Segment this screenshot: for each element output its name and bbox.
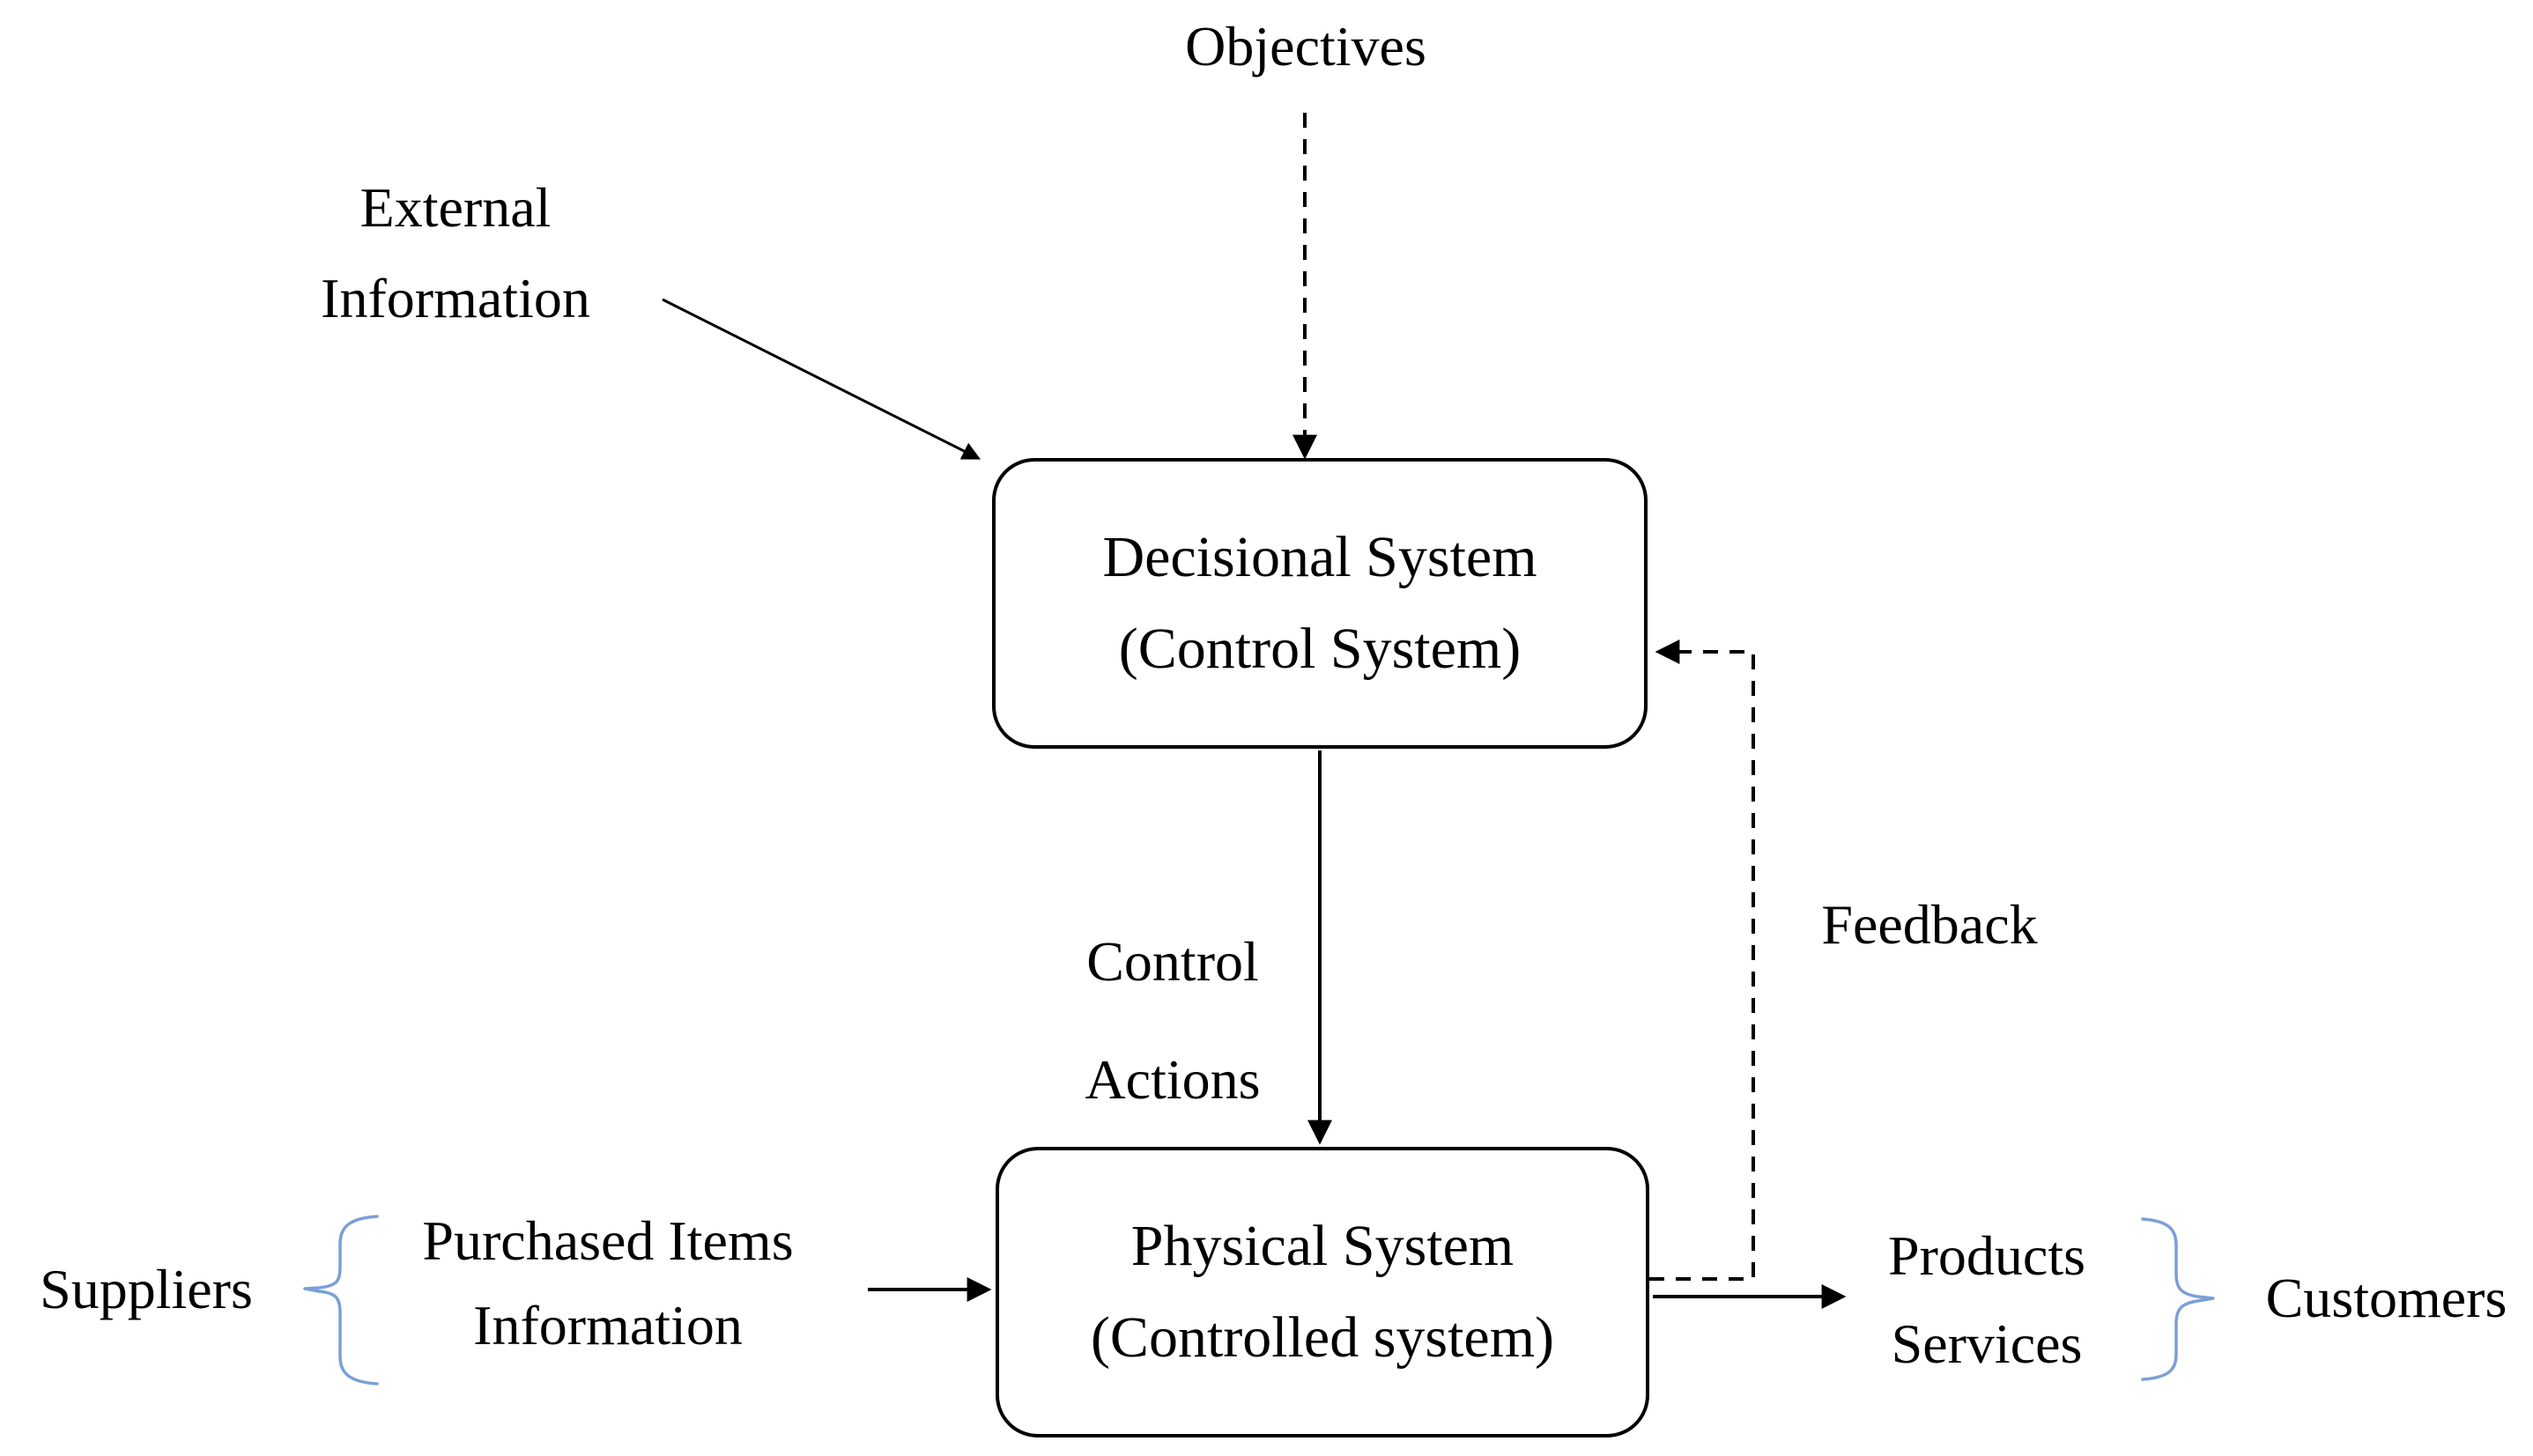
- external-information-line2: Information: [321, 267, 590, 329]
- products-services-line1: Products: [1888, 1224, 2085, 1287]
- customers-brace: [2141, 1217, 2215, 1381]
- feedback-label: Feedback: [1821, 893, 2038, 956]
- purchased-items-line1: Purchased Items: [422, 1209, 794, 1272]
- external-information-arrow: [662, 298, 981, 460]
- control-actions-label: Control Actions: [1049, 903, 1296, 1139]
- suppliers-label: Suppliers: [40, 1258, 253, 1320]
- external-information-label: External Information: [235, 162, 676, 344]
- products-services-line2: Services: [1891, 1312, 2083, 1375]
- objectives-label: Objectives: [1185, 15, 1426, 78]
- products-services-label: Products Services: [1855, 1212, 2119, 1388]
- decisional-system-line1: Decisional System: [1102, 525, 1537, 589]
- decisional-system-node: Decisional System (Control System): [992, 458, 1648, 749]
- control-actions-line2: Actions: [1085, 1048, 1261, 1111]
- physical-system-node: Physical System (Controlled system): [996, 1147, 1649, 1438]
- decisional-system-line2: (Control System): [1118, 617, 1522, 681]
- purchased-items-label: Purchased Items Information: [388, 1199, 828, 1368]
- customers-label: Customers: [2265, 1267, 2507, 1329]
- physical-system-line2: (Controlled system): [1090, 1305, 1555, 1370]
- feedback-arrow: [1649, 639, 1755, 1281]
- physical-system-line1: Physical System: [1130, 1214, 1515, 1278]
- purchased-items-line2: Information: [473, 1294, 743, 1356]
- suppliers-brace: [303, 1215, 379, 1386]
- control-actions-line1: Control: [1086, 930, 1259, 993]
- external-information-line1: External: [359, 176, 552, 239]
